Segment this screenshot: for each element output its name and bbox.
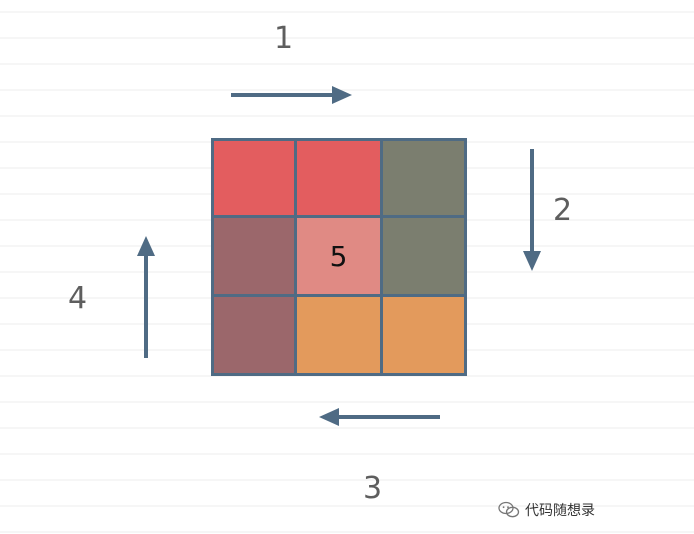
step-label-3: 3 [363,471,383,506]
arrow-up [137,236,155,358]
matrix-cell-r2c3 [380,215,467,297]
watermark-text: 代码随想录 [525,503,595,519]
arrow-left [319,408,440,426]
step-label-2: 2 [553,193,573,228]
matrix-cell-r1c2 [294,138,383,218]
matrix-cell-r2c1 [211,215,297,297]
wechat-icon [498,501,520,518]
matrix-cell-r1c1 [211,138,297,218]
step-label-4: 4 [68,281,88,316]
matrix-cell-r3c2 [294,294,383,376]
matrix-cell-r2c2: 5 [294,215,383,297]
watermark: 代码随想录 [498,500,595,520]
matrix-cell-r3c1 [211,294,297,376]
arrow-down [523,149,541,271]
arrow-right [231,86,352,104]
step-label-1: 1 [274,21,294,56]
matrix-cell-r1c3 [380,138,467,218]
spiral-matrix: 5 [211,138,467,376]
matrix-cell-r3c3 [380,294,467,376]
